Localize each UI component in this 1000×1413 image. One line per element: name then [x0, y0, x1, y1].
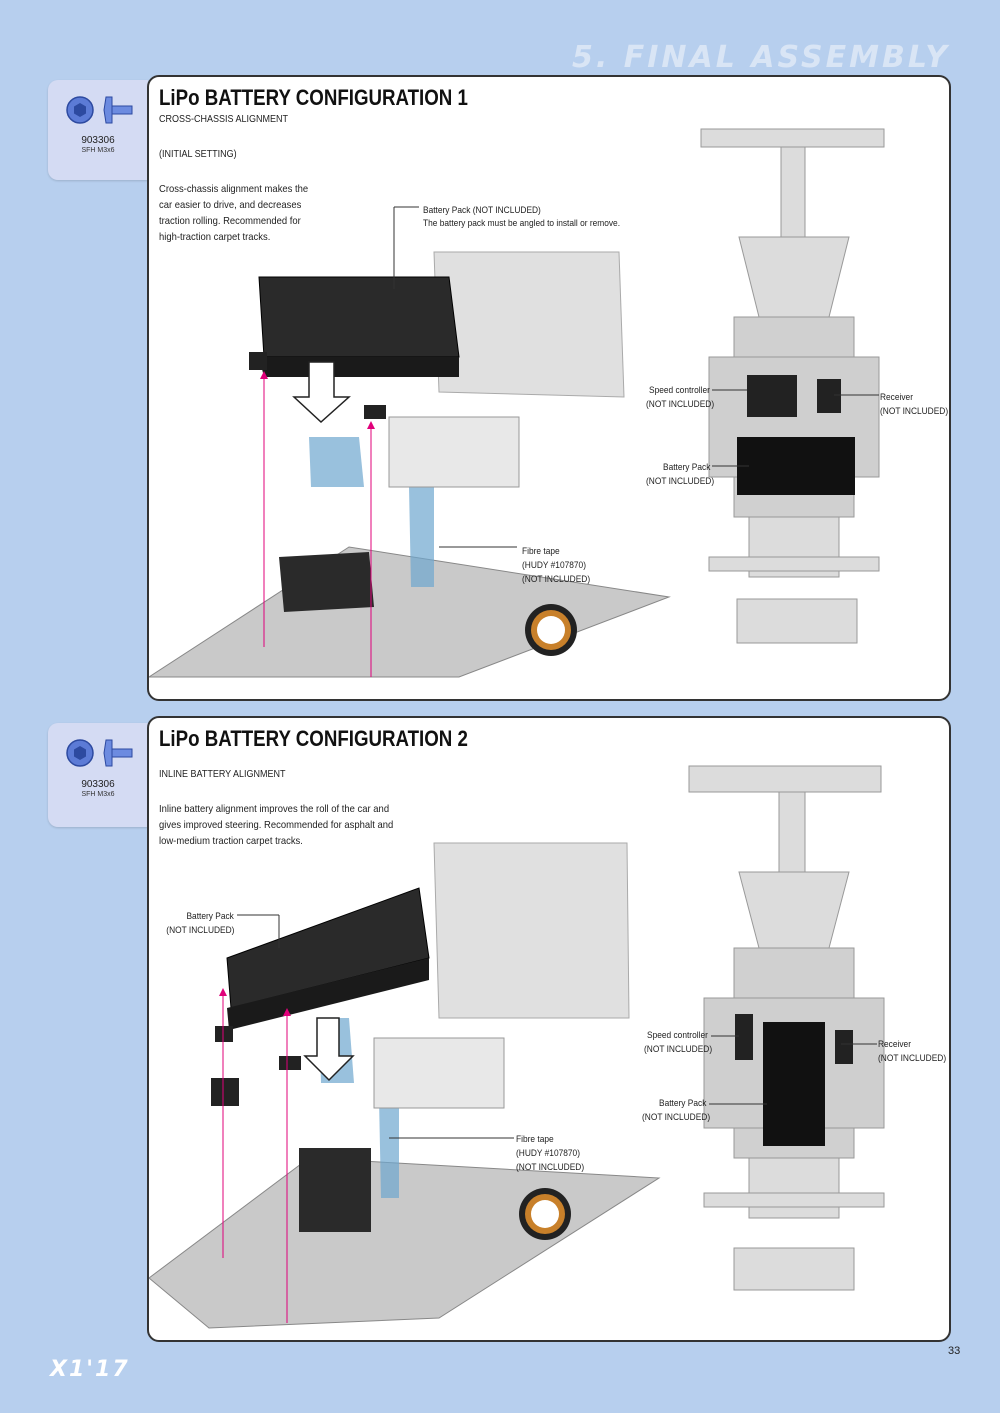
config-2-description: Inline battery alignment improves the ro…: [159, 803, 394, 847]
callout-battery-top: Battery Pack: [659, 1098, 707, 1109]
part-code: SFH M3x6: [81, 147, 115, 154]
callout-battery-top-note: (NOT INCLUDED): [646, 476, 715, 487]
down-arrow-icon: [303, 1017, 355, 1082]
page-number: 33: [948, 1345, 961, 1357]
receiver-top: [817, 379, 841, 413]
callout-battery-top: Battery Pack: [663, 462, 711, 473]
screw-icon: [66, 96, 133, 124]
part-tab-1: 903306 SFH M3x6: [48, 80, 148, 180]
chassis-3d-view: [149, 251, 671, 678]
config-1-description: Cross-chassis alignment makes the car ea…: [159, 183, 309, 243]
callout-receiver-note: (NOT INCLUDED): [878, 1053, 947, 1064]
callout-speed-controller-note: (NOT INCLUDED): [646, 399, 715, 410]
speed-controller-top: [735, 1014, 753, 1060]
callout-receiver: Receiver: [880, 392, 913, 403]
config-1-panel: LiPo BATTERY CONFIGURATION 1 CROSS-CHASS…: [147, 75, 951, 701]
callout-fibre-tape: Fibre tape: [516, 1134, 554, 1145]
config-1-title: LiPo BATTERY CONFIGURATION 1: [159, 85, 468, 110]
config-1-setting: (INITIAL SETTING): [159, 149, 237, 160]
part-tab-2: 903306 SFH M3x6: [48, 723, 148, 827]
section-title: 5. FINAL ASSEMBLY: [572, 40, 950, 75]
config-2-title: LiPo BATTERY CONFIGURATION 2: [159, 726, 468, 751]
callout-battery-top-note: (NOT INCLUDED): [642, 1112, 711, 1123]
down-arrow-icon: [292, 361, 351, 424]
chassis-3d-view: [149, 842, 661, 1329]
battery-pack-top: [737, 437, 855, 495]
callout-battery-pack-note: (NOT INCLUDED): [165, 925, 234, 936]
config-1-subtitle: CROSS-CHASSIS ALIGNMENT: [159, 114, 289, 125]
part-code: SFH M3x6: [81, 791, 115, 798]
part-number: 903306: [81, 779, 115, 790]
chassis-top-view: [688, 765, 885, 1291]
callout-battery-pack: Battery Pack (NOT INCLUDED): [423, 205, 541, 216]
callout-receiver-note: (NOT INCLUDED): [880, 406, 949, 417]
callout-receiver: Receiver: [878, 1039, 911, 1050]
config-1-illustration: [149, 128, 885, 678]
receiver-top: [835, 1030, 853, 1064]
callout-fibre-tape-ref: (HUDY #107870): [522, 560, 586, 571]
callout-fibre-tape-note: (NOT INCLUDED): [516, 1162, 585, 1173]
callout-fibre-tape-note: (NOT INCLUDED): [522, 574, 591, 585]
part-number: 903306: [81, 135, 115, 146]
speed-controller-top: [747, 375, 797, 417]
callout-speed-controller-note: (NOT INCLUDED): [644, 1044, 713, 1055]
battery-pack-top: [763, 1022, 825, 1146]
config-2-panel: LiPo BATTERY CONFIGURATION 2 INLINE BATT…: [147, 716, 951, 1342]
callout-fibre-tape-ref: (HUDY #107870): [516, 1148, 580, 1159]
brand-logo: X1'17: [50, 1357, 130, 1382]
config-2-illustration: [149, 765, 885, 1329]
screw-icon: [66, 739, 133, 767]
callout-speed-controller: Speed controller: [647, 1030, 708, 1041]
config-2-subtitle: INLINE BATTERY ALIGNMENT: [159, 769, 286, 780]
callout-speed-controller: Speed controller: [649, 385, 710, 396]
callout-battery-pack: Battery Pack: [186, 911, 234, 922]
callout-battery-note: The battery pack must be angled to insta…: [423, 218, 621, 229]
callout-fibre-tape: Fibre tape: [522, 546, 560, 557]
